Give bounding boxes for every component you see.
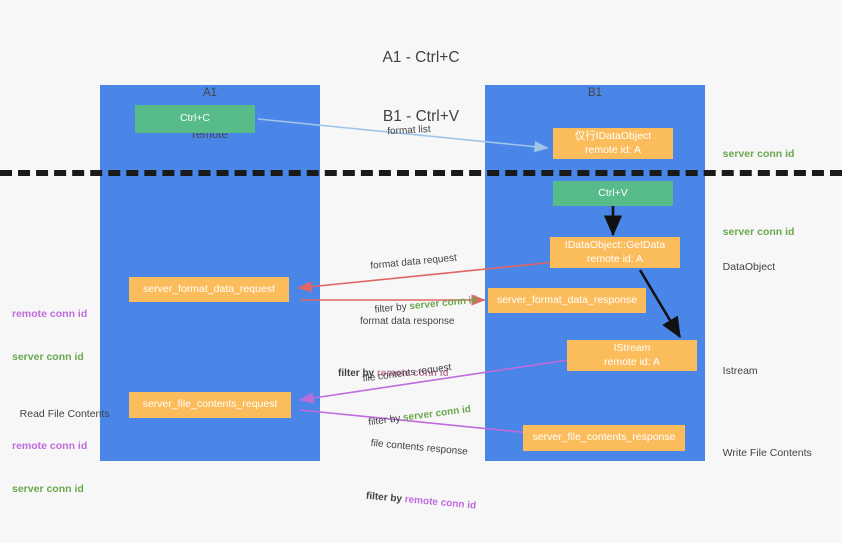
diagram-canvas: A1 - Ctrl+C B1 - Ctrl+V A1 remote B1 con… xyxy=(0,48,842,511)
edge-label-file-resp-filter: filter by remote conn id xyxy=(365,480,477,513)
edge-label-file-resp-filter-value: remote conn id xyxy=(404,493,477,512)
annotation-dataobject: DataObject xyxy=(711,246,776,289)
node-idataobject[interactable]: 仅行IDataObject remote id: A xyxy=(553,128,673,159)
annotation-group1-server: server conn id xyxy=(12,350,84,363)
annotation-server-conn-id-second: server conn id xyxy=(711,211,795,254)
node-istream-line1: IStream xyxy=(613,342,651,355)
annotation-server-conn-id-top-text: server conn id xyxy=(722,148,795,161)
edge-label-fmt-req-line1: format data request xyxy=(369,252,458,272)
node-file-req-label: server_file_contents_request xyxy=(142,398,278,411)
node-file-resp-label: server_file_contents_response xyxy=(532,431,676,444)
edge-label-file-resp-filter-prefix: filter by xyxy=(365,490,406,505)
annotation-server-conn-id-second-text: server conn id xyxy=(722,226,795,239)
title-line-1: A1 - Ctrl+C xyxy=(382,48,460,66)
annotation-write-file-contents: Write File Contents xyxy=(711,432,812,475)
edge-label-fmt-resp-filter-prefix: filter by xyxy=(338,367,377,379)
annotation-group2-remote: remote conn id xyxy=(12,440,88,453)
annotation-read-file-contents: Read File Contents xyxy=(8,393,110,436)
node-getdata-line1: IDataObject::GetData xyxy=(564,239,666,252)
node-server-format-data-response[interactable]: server_format_data_response xyxy=(488,288,646,313)
node-ctrl-c[interactable]: Ctrl+C xyxy=(135,105,255,133)
edge-label-format-data-response: format data response filter by remote co… xyxy=(338,286,455,410)
node-istream-line2: remote id: A xyxy=(603,355,661,368)
annotation-group2-server: server conn id xyxy=(12,482,84,495)
edge-label-file-resp-line1: file contents response xyxy=(370,437,469,458)
annotation-conn-id-group-1: remote conn id server conn id xyxy=(12,279,87,392)
edge-label-format-list-text: format list xyxy=(386,123,431,137)
column-header-a1-name: A1 xyxy=(202,87,218,100)
annotation-istream: Istream xyxy=(711,350,758,393)
annotation-istream-text: Istream xyxy=(722,365,758,378)
node-server-format-data-request[interactable]: server_format_data_request xyxy=(129,277,289,302)
annotation-dataobject-text: DataObject xyxy=(722,261,776,274)
phase-divider xyxy=(0,170,842,176)
edge-label-fmt-resp-line1: format data response xyxy=(360,316,455,327)
node-server-file-contents-response[interactable]: server_file_contents_response xyxy=(523,425,685,451)
node-ctrl-v-label: Ctrl+V xyxy=(598,186,628,199)
edge-label-file-contents-response: file contents response filter by remote … xyxy=(363,408,484,543)
annotation-write-file-contents-text: Write File Contents xyxy=(722,447,812,460)
edge-label-file-req-line1: file contents request xyxy=(361,362,453,385)
edge-label-fmt-resp-filter: filter by remote conn id xyxy=(338,359,455,382)
annotation-server-conn-id-top: server conn id xyxy=(711,133,795,176)
edge-label-fmt-resp-filter-value: remote conn id xyxy=(376,367,449,379)
node-istream[interactable]: IStream remote id: A xyxy=(567,340,697,371)
edge-label-format-list: format list xyxy=(375,108,432,154)
node-ctrl-v[interactable]: Ctrl+V xyxy=(553,181,673,206)
annotation-read-file-contents-text: Read File Contents xyxy=(19,408,110,421)
annotation-group1-remote: remote conn id xyxy=(12,308,88,321)
node-server-file-contents-request[interactable]: server_file_contents_request xyxy=(129,392,291,418)
node-getdata-line2: remote id: A xyxy=(586,252,644,265)
node-fmt-req-label: server_format_data_request xyxy=(143,282,275,295)
node-idataobject-line1: 仅行IDataObject xyxy=(574,130,652,143)
annotation-conn-id-group-2: remote conn id server conn id xyxy=(12,411,87,524)
node-ctrl-c-label: Ctrl+C xyxy=(179,112,211,125)
node-fmt-resp-label: server_format_data_response xyxy=(496,293,638,306)
node-idataobject-line2: remote id: A xyxy=(584,143,642,156)
column-header-b1-name: B1 xyxy=(587,87,603,100)
node-idataobject-getdata[interactable]: IDataObject::GetData remote id: A xyxy=(550,237,680,268)
